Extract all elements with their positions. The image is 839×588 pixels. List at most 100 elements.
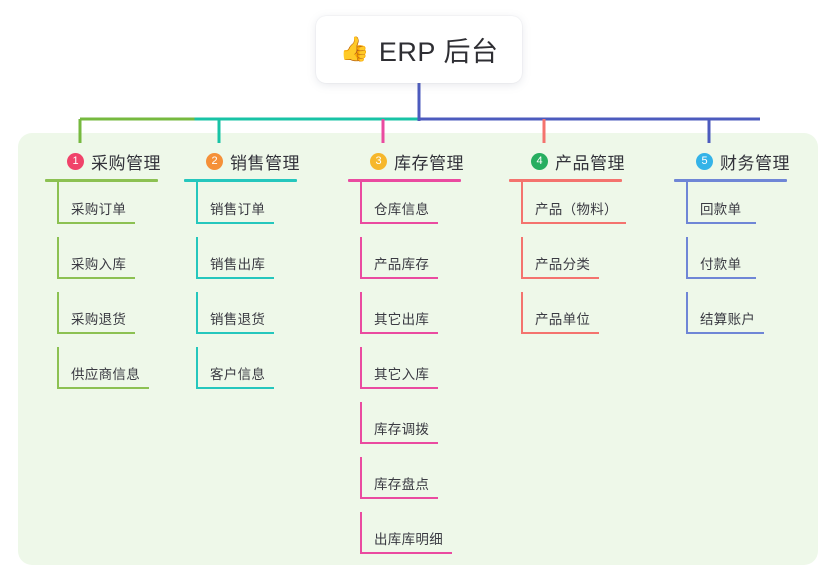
item-connector-stem [57,182,59,223]
item-label: 销售退货 [210,312,266,327]
list-item[interactable]: 销售订单 [184,182,300,237]
list-item[interactable]: 客户信息 [184,347,300,402]
category-header-2[interactable]: 2 销售管理 [184,148,300,174]
item-underline [57,387,149,389]
category-title: 销售管理 [230,153,300,173]
list-item[interactable]: 出库库明细 [348,512,464,567]
category-number-badge: 3 [370,152,387,170]
item-connector-stem [196,292,198,333]
item-connector-stem [360,457,362,498]
item-label: 销售出库 [210,257,266,272]
root-node-title: ERP 后台 [378,37,499,67]
item-underline [360,222,438,224]
list-item[interactable]: 产品分类 [509,237,625,292]
item-underline [521,277,599,279]
item-label: 库存调拨 [374,422,430,437]
list-item[interactable]: 产品（物料） [509,182,626,237]
category-item-list: 产品（物料）产品分类产品单位 [509,182,626,347]
category-header-4[interactable]: 4 产品管理 [509,148,625,174]
list-item[interactable]: 产品库存 [348,237,464,292]
item-underline [360,332,438,334]
category-number-badge: 4 [531,152,548,170]
list-item[interactable]: 库存调拨 [348,402,464,457]
category-underline [45,179,158,182]
item-underline [521,332,599,334]
item-connector-stem [57,292,59,333]
item-underline [196,222,274,224]
item-label: 客户信息 [210,367,266,382]
item-connector-stem [360,512,362,553]
item-connector-stem [360,182,362,223]
item-connector-stem [686,237,688,278]
item-connector-stem [57,237,59,278]
item-label: 结算账户 [700,312,756,327]
list-item[interactable]: 回款单 [674,182,790,237]
item-connector-stem [521,182,523,223]
category-title: 产品管理 [555,153,625,173]
category-title: 采购管理 [91,153,161,173]
category-number-badge: 2 [206,152,223,170]
category-header-5[interactable]: 5 财务管理 [674,148,790,174]
category-column-1: 1 采购管理采购订单采购入库采购退货供应商信息 [45,148,161,402]
item-underline [360,552,452,554]
item-connector-stem [196,347,198,388]
item-connector-stem [360,347,362,388]
item-connector-stem [360,237,362,278]
item-connector-stem [686,182,688,223]
item-connector-stem [686,292,688,333]
item-connector-stem [196,182,198,223]
category-number-badge: 1 [67,152,84,170]
list-item[interactable]: 其它入库 [348,347,464,402]
list-item[interactable]: 库存盘点 [348,457,464,512]
category-number-badge: 5 [696,152,713,170]
item-label: 出库库明细 [374,532,443,547]
item-label: 采购订单 [71,202,127,217]
item-label: 库存盘点 [374,477,430,492]
item-label: 供应商信息 [71,367,140,382]
item-underline [196,332,274,334]
item-label: 产品库存 [374,257,430,272]
item-connector-stem [360,402,362,443]
list-item[interactable]: 仓库信息 [348,182,464,237]
item-label: 回款单 [700,202,742,217]
item-underline [57,277,135,279]
category-item-list: 回款单付款单结算账户 [674,182,790,347]
list-item[interactable]: 产品单位 [509,292,625,347]
category-item-list: 销售订单销售出库销售退货客户信息 [184,182,300,402]
item-underline [521,222,626,224]
list-item[interactable]: 其它出库 [348,292,464,347]
root-node-card[interactable]: 👍 ERP 后台 [316,16,522,83]
diagram-background-panel [18,133,818,565]
list-item[interactable]: 结算账户 [674,292,790,347]
category-column-4: 4 产品管理产品（物料）产品分类产品单位 [509,148,626,347]
item-underline [360,442,438,444]
item-underline [360,497,438,499]
item-label: 采购退货 [71,312,127,327]
category-title: 财务管理 [720,153,790,173]
item-label: 仓库信息 [374,202,430,217]
item-label: 其它出库 [374,312,430,327]
list-item[interactable]: 供应商信息 [45,347,161,402]
item-label: 采购入库 [71,257,127,272]
list-item[interactable]: 采购入库 [45,237,161,292]
thumbs-up-icon: 👍 [339,35,370,63]
item-underline [57,332,135,334]
category-header-1[interactable]: 1 采购管理 [45,148,161,174]
item-underline [686,332,764,334]
item-underline [57,222,135,224]
item-connector-stem [196,237,198,278]
category-column-2: 2 销售管理销售订单销售出库销售退货客户信息 [184,148,300,402]
item-label: 其它入库 [374,367,430,382]
list-item[interactable]: 销售出库 [184,237,300,292]
list-item[interactable]: 销售退货 [184,292,300,347]
item-underline [686,277,756,279]
list-item[interactable]: 采购订单 [45,182,161,237]
item-underline [360,387,438,389]
category-underline [509,179,622,182]
list-item[interactable]: 采购退货 [45,292,161,347]
list-item[interactable]: 付款单 [674,237,790,292]
item-underline [686,222,756,224]
item-underline [196,387,274,389]
